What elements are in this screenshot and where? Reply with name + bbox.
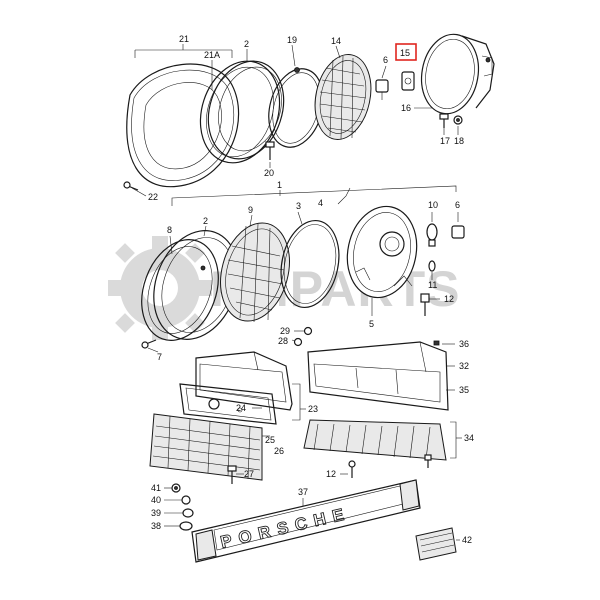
- part-9-lens: [220, 222, 290, 323]
- part-labels: 21 21A 2 19 14 6 15 16 17 18 20 22 1 4 3…: [148, 34, 474, 545]
- part-40-nut: [181, 495, 191, 505]
- label-23: 23: [308, 404, 318, 414]
- label-25: 25: [265, 435, 275, 445]
- label-36: 36: [459, 339, 469, 349]
- part-32-housing: [307, 341, 449, 411]
- part-29-nut: [303, 326, 313, 336]
- bottom-parts: PORSCHE: [164, 479, 460, 563]
- part-34-lens: [303, 419, 447, 461]
- highlight-box: [395, 43, 417, 61]
- label-2-top: 2: [244, 39, 249, 49]
- label-27: 27: [244, 469, 254, 479]
- part-21-housing-shell: [126, 63, 240, 188]
- label-40: 40: [151, 495, 161, 505]
- label-8: 8: [167, 225, 172, 235]
- part-28-washer: [293, 337, 303, 347]
- label-42: 42: [462, 535, 472, 545]
- label-32: 32: [459, 361, 469, 371]
- part-17-screw: [439, 113, 449, 128]
- label-26: 26: [274, 446, 284, 456]
- label-14: 14: [331, 36, 341, 46]
- watermark-gear-icon: [108, 236, 212, 340]
- label-24: 24: [236, 403, 246, 413]
- label-4: 4: [318, 198, 323, 208]
- label-11: 11: [428, 280, 437, 290]
- part-34-screw: [424, 454, 432, 468]
- label-18: 18: [454, 136, 464, 146]
- label-10: 10: [428, 200, 438, 210]
- label-15: 15: [400, 48, 410, 58]
- part-20-screw: [265, 141, 275, 160]
- part-16-bucket: [420, 33, 495, 115]
- label-21: 21: [179, 34, 189, 44]
- part-23-signal-housing: [195, 351, 293, 411]
- part-22-screw: [123, 181, 139, 191]
- label-3: 3: [296, 201, 301, 211]
- label-19: 19: [287, 35, 297, 45]
- part-11-bulb: [428, 260, 436, 272]
- part-10-bulb: [426, 223, 438, 247]
- label-39: 39: [151, 508, 161, 518]
- label-16: 16: [401, 103, 411, 113]
- label-1: 1: [277, 180, 282, 190]
- label-37: 37: [298, 487, 308, 497]
- part-6-socket-top: [375, 79, 389, 100]
- label-20: 20: [264, 168, 274, 178]
- label-12-mid: 12: [444, 294, 454, 304]
- lower-right-lamp-assembly: [303, 340, 462, 478]
- label-6-top: 6: [383, 55, 388, 65]
- top-headlight-assembly: [123, 33, 495, 197]
- middle-headlight-assembly: [141, 185, 465, 353]
- label-5: 5: [369, 319, 374, 329]
- part-5-reflector: [346, 205, 418, 299]
- part-12-screw-low: [348, 460, 356, 478]
- part-39-grommet: [182, 508, 194, 518]
- label-2-mid: 2: [203, 216, 208, 226]
- part-42-side-marker: [415, 527, 457, 561]
- part-15-clip: [401, 71, 415, 91]
- label-29: 29: [280, 326, 290, 336]
- label-7: 7: [157, 352, 162, 362]
- part-41-grommet: [171, 483, 181, 493]
- label-35: 35: [459, 385, 469, 395]
- part-7-screw: [141, 339, 157, 349]
- part-2-trim-ring-top: [199, 60, 285, 164]
- label-6-mid: 6: [455, 200, 460, 210]
- part-26-signal-lens: [149, 413, 263, 481]
- label-28: 28: [278, 336, 288, 346]
- part-8-trim-ring: [141, 239, 219, 341]
- label-34: 34: [464, 433, 474, 443]
- label-38: 38: [151, 521, 161, 531]
- label-41: 41: [151, 483, 161, 493]
- label-22: 22: [148, 192, 158, 202]
- part-18-nut: [453, 115, 463, 125]
- label-17: 17: [440, 136, 450, 146]
- part-36-clip: [433, 340, 440, 346]
- part-6-socket-mid: [451, 225, 465, 239]
- label-9: 9: [248, 205, 253, 215]
- part-24-gasket: [179, 383, 277, 425]
- lower-left-lamp-assembly: [149, 326, 313, 484]
- label-12-low: 12: [326, 469, 336, 479]
- part-3-ring: [280, 219, 340, 309]
- label-21a: 21A: [204, 50, 220, 60]
- part-38-clip: [179, 521, 193, 531]
- part-14-sealed-beam: [314, 54, 372, 140]
- part-12-screw-mid: [420, 293, 430, 316]
- part-27-screw: [227, 465, 237, 484]
